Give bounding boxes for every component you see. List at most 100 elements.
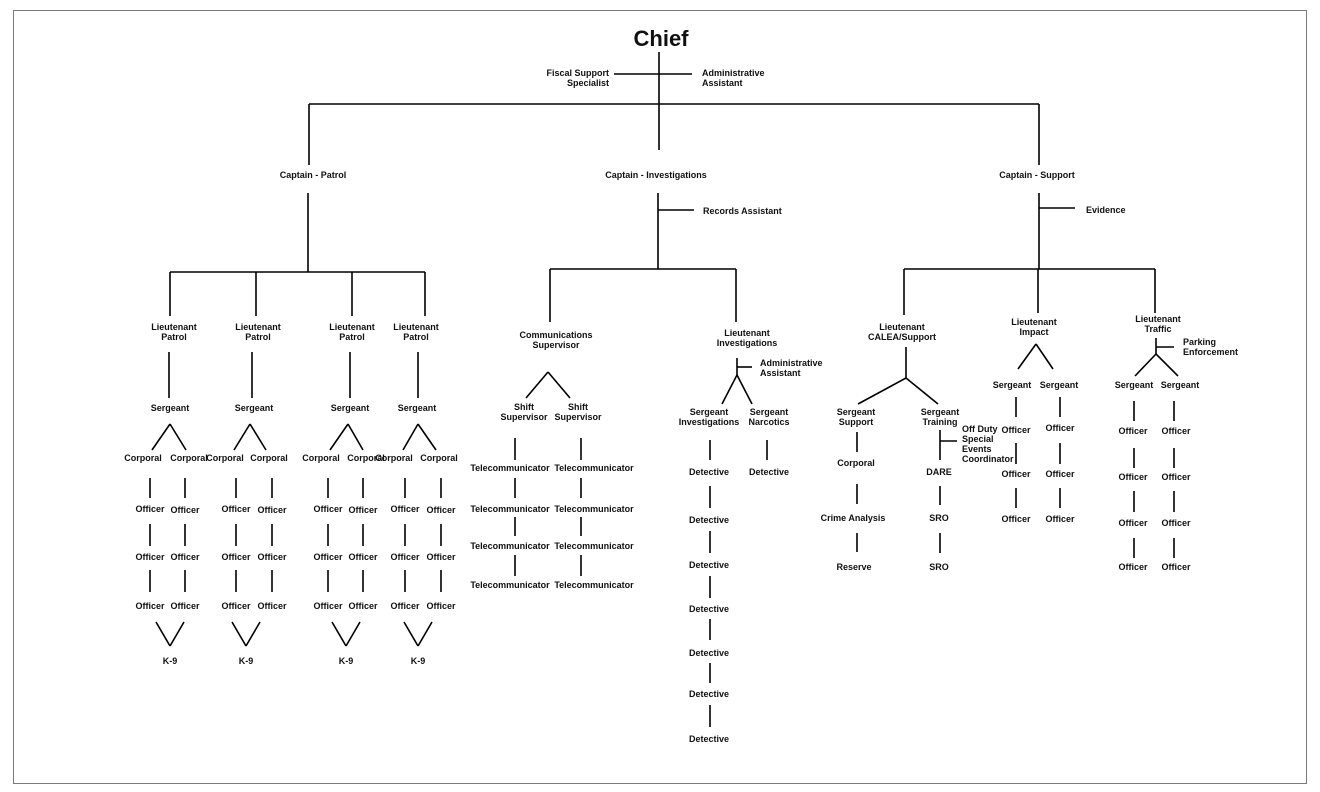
corporal: Corporal: [302, 453, 340, 463]
sergeant-impact: Sergeant: [1039, 380, 1079, 390]
connector-line: [525, 371, 549, 399]
sergeant-narcotics: Sergeant Narcotics: [748, 407, 790, 427]
connector-line: [1017, 343, 1037, 370]
evidence: Evidence: [1086, 205, 1126, 215]
shift-supervisor: Shift Supervisor: [554, 402, 602, 422]
lieutenant-calea-support: Lieutenant CALEA/Support: [868, 322, 936, 342]
connector-line: [1155, 353, 1179, 377]
officer: Officer: [170, 552, 200, 562]
officer: Officer: [390, 504, 420, 514]
detective: Detective: [688, 604, 730, 614]
corporal: Corporal: [170, 453, 208, 463]
records-assistant: Records Assistant: [703, 206, 782, 216]
detective: Detective: [688, 734, 730, 744]
officer-impact: Officer: [1045, 514, 1075, 524]
officer: Officer: [257, 552, 287, 562]
connector-line: [403, 621, 419, 647]
officer: Officer: [426, 601, 456, 611]
sro: SRO: [929, 513, 949, 523]
officer-traffic: Officer: [1118, 472, 1148, 482]
corporal: Corporal: [250, 453, 288, 463]
connector-line: [547, 371, 571, 399]
lieutenant-traffic: Lieutenant Traffic: [1135, 314, 1181, 334]
telecommunicator: Telecommunicator: [554, 541, 634, 551]
connector-line: [231, 621, 247, 647]
connector-line: [402, 423, 419, 451]
connector-line: [169, 621, 185, 647]
officer-traffic: Officer: [1118, 518, 1148, 528]
lieutenant-patrol: Lieutenant Patrol: [235, 322, 281, 342]
connector-line: [905, 377, 939, 405]
telecommunicator: Telecommunicator: [554, 504, 634, 514]
connector-line: [347, 423, 364, 451]
connector-line: [151, 423, 171, 451]
officer-impact: Officer: [1045, 423, 1075, 433]
officer: Officer: [426, 552, 456, 562]
connector-line: [345, 621, 361, 647]
officer: Officer: [221, 601, 251, 611]
officer-impact: Officer: [1001, 469, 1031, 479]
detective: Detective: [748, 467, 790, 477]
detective: Detective: [688, 467, 730, 477]
k9-unit: K-9: [238, 656, 254, 666]
officer: Officer: [135, 504, 165, 514]
sro: SRO: [929, 562, 949, 572]
sergeant-investigations: Sergeant Investigations: [678, 407, 740, 427]
officer-impact: Officer: [1001, 514, 1031, 524]
sergeant-support: Sergeant Support: [836, 407, 876, 427]
officer-traffic: Officer: [1161, 518, 1191, 528]
sergeant-impact: Sergeant: [992, 380, 1032, 390]
officer: Officer: [257, 601, 287, 611]
lieutenant-patrol: Lieutenant Patrol: [151, 322, 197, 342]
corporal: Corporal: [206, 453, 244, 463]
telecommunicator: Telecommunicator: [470, 541, 550, 551]
officer: Officer: [313, 552, 343, 562]
crime-analysis: Crime Analysis: [820, 513, 886, 523]
connector-line: [331, 621, 347, 647]
lieutenant-investigations: Lieutenant Investigations: [716, 328, 778, 348]
telecommunicator: Telecommunicator: [470, 504, 550, 514]
connector-line: [245, 621, 261, 647]
sergeant-patrol: Sergeant: [330, 403, 370, 413]
sergeant-patrol: Sergeant: [150, 403, 190, 413]
officer-impact: Officer: [1045, 469, 1075, 479]
officer: Officer: [313, 601, 343, 611]
captain-support: Captain - Support: [999, 170, 1075, 180]
lieutenant-patrol: Lieutenant Patrol: [393, 322, 439, 342]
officer-traffic: Officer: [1118, 426, 1148, 436]
detective: Detective: [688, 648, 730, 658]
connector-line: [155, 621, 171, 647]
chief-administrative-assistant: Administrative Assistant: [702, 68, 765, 88]
corporal: Corporal: [375, 453, 413, 463]
sergeant-traffic: Sergeant: [1114, 380, 1154, 390]
officer: Officer: [426, 505, 456, 515]
officer: Officer: [348, 552, 378, 562]
officer-impact: Officer: [1001, 425, 1031, 435]
connector-line: [1134, 353, 1157, 377]
officer: Officer: [313, 504, 343, 514]
officer: Officer: [390, 601, 420, 611]
reserve: Reserve: [836, 562, 872, 572]
corporal: Corporal: [124, 453, 162, 463]
sergeant-patrol: Sergeant: [234, 403, 274, 413]
connector-line: [736, 374, 753, 405]
communications-supervisor: Communications Supervisor: [519, 330, 593, 350]
officer: Officer: [135, 552, 165, 562]
corporal: Corporal: [420, 453, 458, 463]
chief-box: Chief: [633, 26, 689, 51]
lieutenant-patrol: Lieutenant Patrol: [329, 322, 375, 342]
telecommunicator: Telecommunicator: [554, 580, 634, 590]
sergeant-training: Sergeant Training: [920, 407, 960, 427]
telecommunicator: Telecommunicator: [470, 580, 550, 590]
connector-line: [169, 423, 187, 451]
telecommunicator: Telecommunicator: [554, 463, 634, 473]
officer-traffic: Officer: [1161, 472, 1191, 482]
connector-line: [329, 423, 349, 451]
off-duty-special-events-coordinator: Off Duty Special Events Coordinator: [962, 424, 1014, 464]
captain-investigations: Captain - Investigations: [605, 170, 707, 180]
connector-line: [249, 423, 267, 451]
officer: Officer: [390, 552, 420, 562]
shift-supervisor: Shift Supervisor: [500, 402, 548, 422]
officer: Officer: [170, 601, 200, 611]
